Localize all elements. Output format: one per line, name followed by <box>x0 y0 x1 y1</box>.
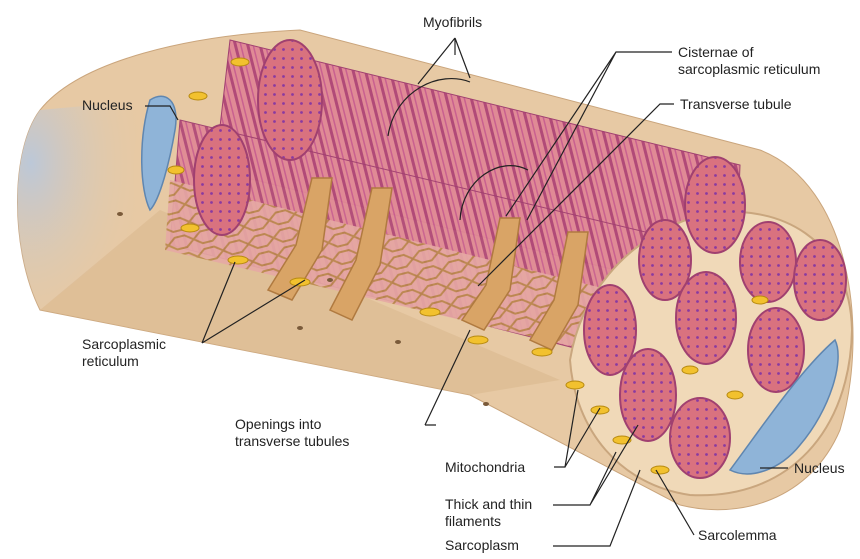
label-thick-thin-filaments: Thick and thin filaments <box>445 496 532 530</box>
myofibril-end-2 <box>194 125 250 235</box>
label-openings: Openings into transverse tubules <box>235 416 349 450</box>
label-sarcoplasm: Sarcoplasm <box>445 537 519 554</box>
label-sarcoplasmic-reticulum: Sarcoplasmic reticulum <box>82 336 166 370</box>
label-sarcolemma: Sarcolemma <box>698 527 777 544</box>
label-myofibrils: Myofibrils <box>423 14 482 31</box>
label-mitochondria: Mitochondria <box>445 459 525 476</box>
label-cisternae: Cisternae of sarcoplasmic reticulum <box>678 44 820 78</box>
label-nucleus-right: Nucleus <box>794 460 845 477</box>
label-nucleus-left: Nucleus <box>82 97 133 114</box>
label-transverse-tubule: Transverse tubule <box>680 96 792 113</box>
myofibril-end-1 <box>258 40 322 160</box>
